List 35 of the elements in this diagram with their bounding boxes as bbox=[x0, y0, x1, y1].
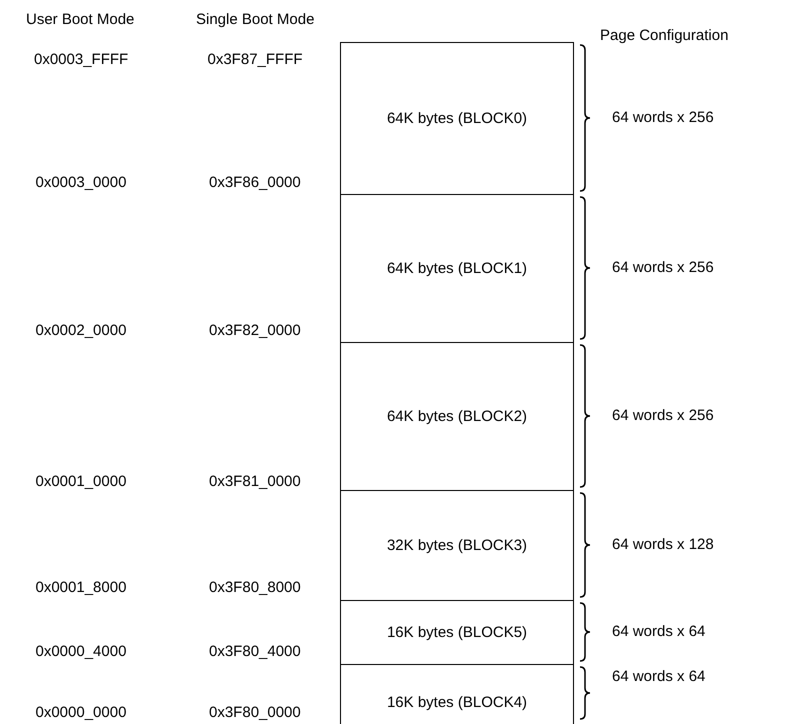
page-configuration-text: 64 words x 128 bbox=[612, 536, 714, 554]
page-configuration-text: 64 words x 64 bbox=[612, 623, 706, 641]
address-label: 0x0000_0000 bbox=[36, 704, 126, 722]
page-configuration-text: 64 words x 256 bbox=[612, 259, 714, 277]
address-label: 0x0003_FFFF bbox=[34, 51, 128, 69]
address-label: 0x3F81_0000 bbox=[209, 473, 301, 491]
block-label: 64K bytes (BLOCK0) bbox=[386, 110, 528, 128]
page-configuration-text: 64 words x 64 bbox=[612, 668, 706, 686]
column-heading: Single Boot Mode bbox=[196, 11, 314, 29]
block-label: 64K bytes (BLOCK2) bbox=[386, 408, 528, 426]
memory-block bbox=[340, 600, 574, 666]
column-heading: Page Configuration bbox=[600, 27, 728, 45]
block-label: 64K bytes (BLOCK1) bbox=[386, 260, 528, 278]
address-label: 0x0001_8000 bbox=[36, 579, 126, 597]
block-label: 16K bytes (BLOCK4) bbox=[386, 694, 528, 712]
address-label: 0x3F87_FFFF bbox=[208, 51, 303, 69]
address-label: 0x3F80_4000 bbox=[209, 643, 301, 661]
address-label: 0x3F82_0000 bbox=[209, 322, 301, 340]
block-label: 16K bytes (BLOCK5) bbox=[386, 624, 528, 642]
memory-block bbox=[340, 342, 574, 492]
address-label: 0x0002_0000 bbox=[36, 322, 126, 340]
address-label: 0x0003_0000 bbox=[36, 174, 126, 192]
address-label: 0x0001_0000 bbox=[36, 473, 126, 491]
address-label: 0x3F86_0000 bbox=[209, 174, 301, 192]
page-configuration-text: 64 words x 256 bbox=[612, 109, 714, 127]
block-label: 32K bytes (BLOCK3) bbox=[386, 537, 528, 554]
column-heading: User Boot Mode bbox=[26, 11, 134, 29]
memory-block bbox=[340, 490, 574, 602]
address-label: 0x0000_4000 bbox=[36, 643, 126, 661]
address-label: 0x3F80_8000 bbox=[209, 579, 301, 597]
page-configuration-text: 64 words x 256 bbox=[612, 407, 714, 425]
memory-block bbox=[340, 664, 574, 724]
memory-block bbox=[340, 194, 574, 344]
memory-block bbox=[340, 42, 574, 196]
address-label: 0x3F80_0000 bbox=[209, 704, 301, 722]
